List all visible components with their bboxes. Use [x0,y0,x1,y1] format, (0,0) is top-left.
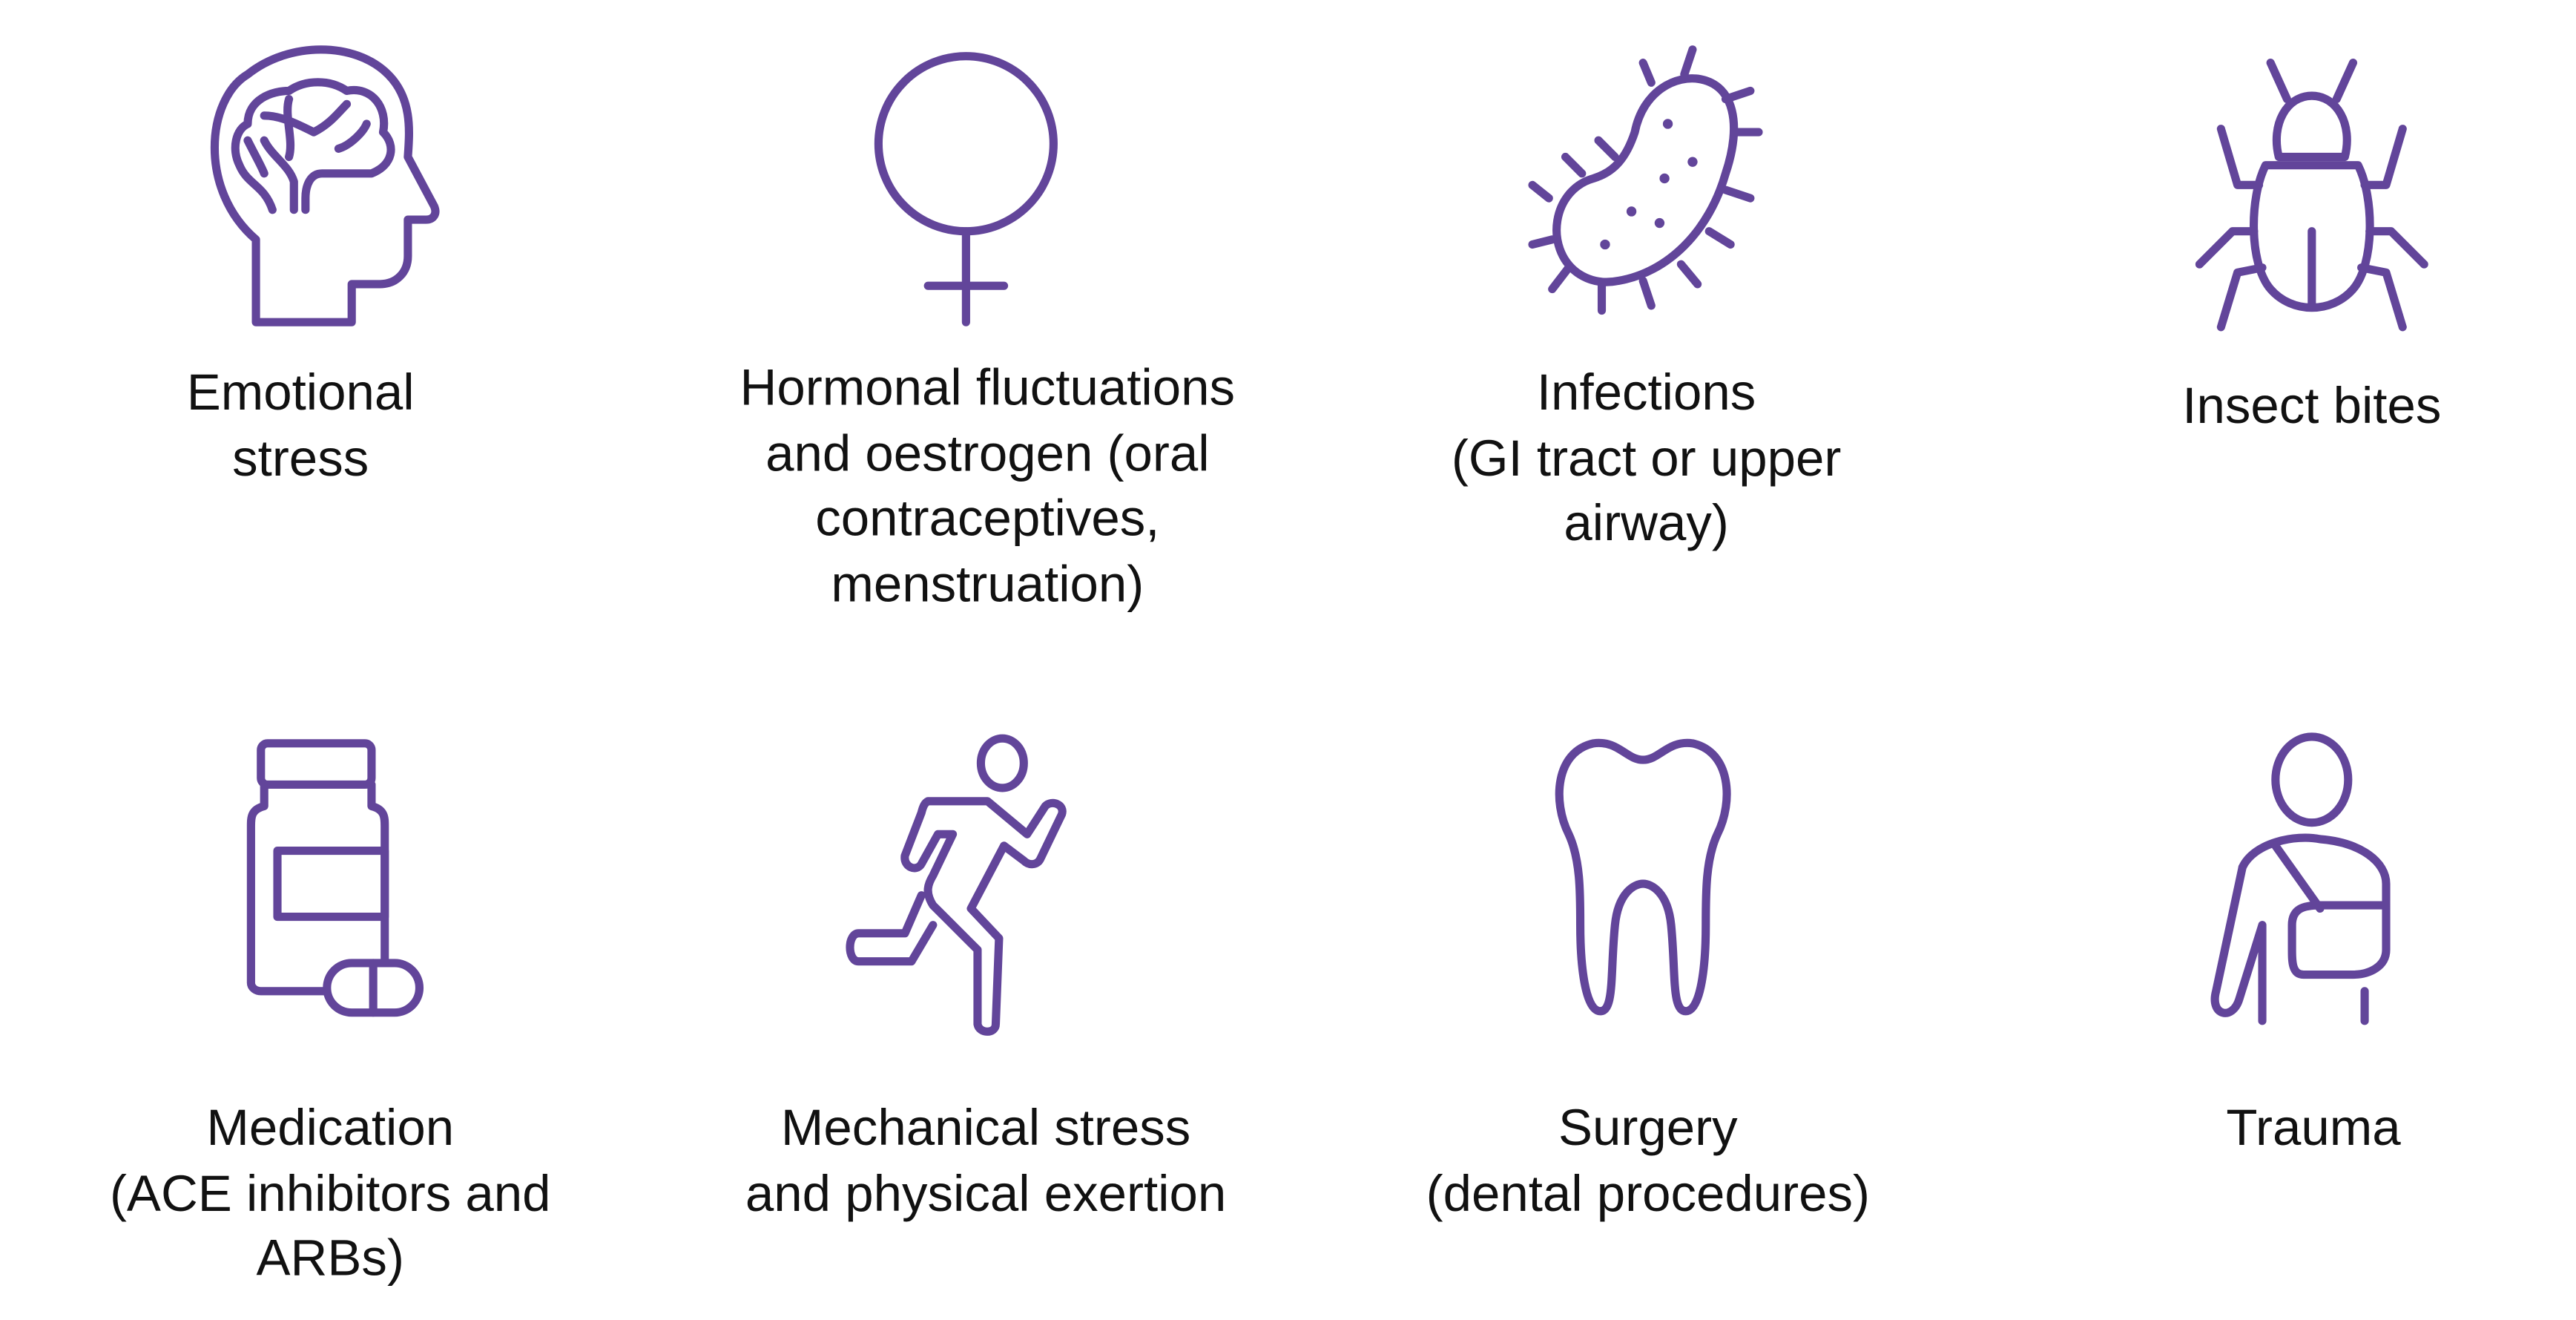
label-insect-bites: Insect bites [2182,376,2442,435]
running-person-icon [846,734,1067,1036]
female-symbol-icon [874,52,1058,326]
bacteria-icon [1528,45,1763,315]
insect-icon [2195,59,2428,332]
label-mechanical-stress: Mechanical stress and physical exertion [745,1098,1227,1222]
label-hormonal-fluctuations: Hormonal fluctuations and oestrogen (ora… [739,358,1236,612]
label-surgery: Surgery (dental procedures) [1426,1098,1871,1222]
tooth-icon [1555,738,1731,1016]
label-medication: Medication (ACE inhibitors and ARBs) [109,1098,551,1287]
head-brain-icon [210,45,440,326]
arm-sling-icon [2210,732,2391,1025]
medication-bottle-icon [246,739,424,1017]
label-infections: Infections (GI tract or upper airway) [1451,363,1842,552]
label-trauma: Trauma [2226,1098,2401,1157]
label-emotional-stress: Emotional stress [186,363,415,487]
